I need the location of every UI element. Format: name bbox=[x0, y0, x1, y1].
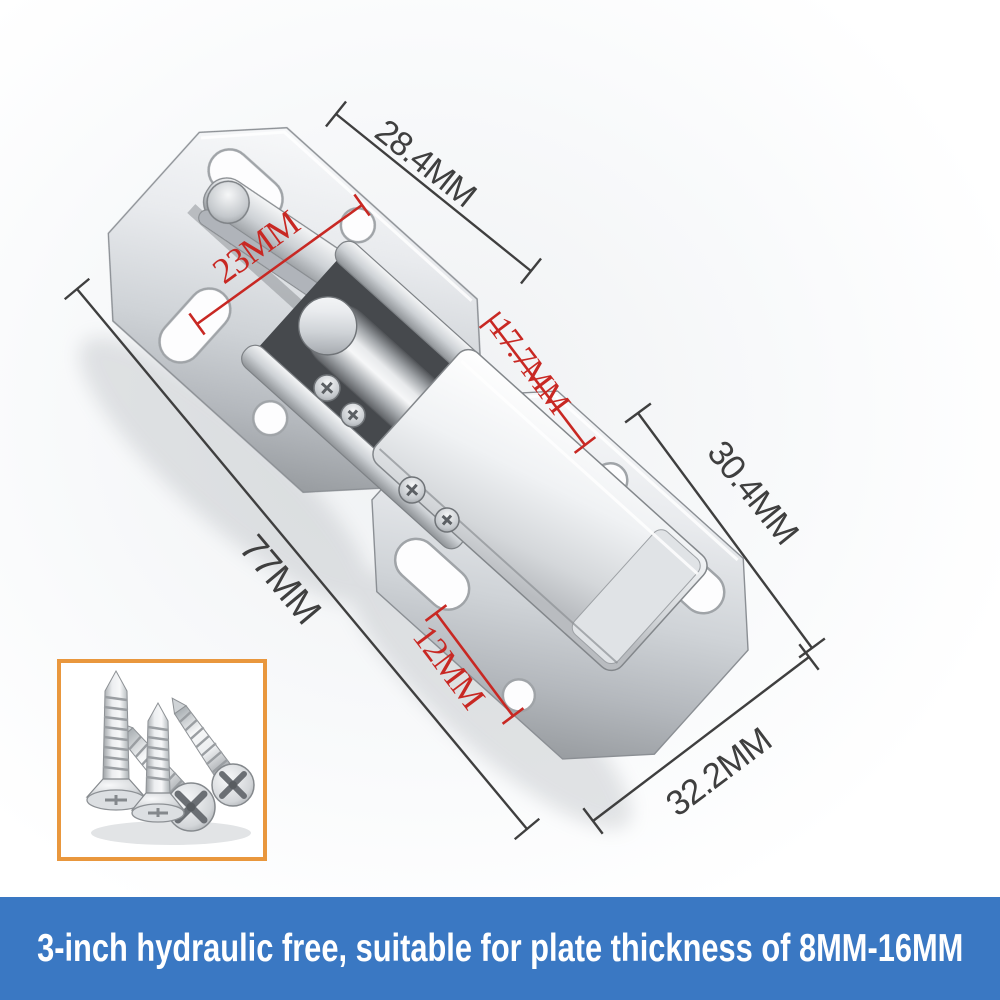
screw-slot-oval bbox=[393, 537, 471, 611]
cylinder-end-cap bbox=[297, 296, 358, 356]
dimension-tick bbox=[424, 604, 448, 622]
dimension-tick bbox=[573, 436, 597, 454]
screws-illustration bbox=[85, 669, 255, 845]
dimension-tick bbox=[520, 257, 542, 285]
rivet-screws bbox=[313, 374, 460, 533]
dimension-tick bbox=[624, 402, 652, 424]
screw-slot-oval bbox=[158, 287, 232, 364]
dimension-line bbox=[76, 288, 528, 830]
screws-inset bbox=[57, 659, 267, 861]
hinge-shadow bbox=[79, 337, 632, 829]
phillips-cross-icon bbox=[148, 808, 168, 817]
screw-hole-round bbox=[251, 399, 289, 437]
hinge-arm bbox=[372, 348, 708, 672]
screw-hole-round bbox=[339, 207, 377, 244]
dimension-tick bbox=[513, 817, 541, 841]
dimension-tick bbox=[798, 637, 826, 659]
dimension-line bbox=[592, 656, 810, 822]
screw-standing bbox=[85, 669, 147, 811]
dimension-tick bbox=[798, 643, 820, 671]
banner-text: 3-inch hydraulic free, suitable for plat… bbox=[36, 926, 964, 970]
info-banner: 3-inch hydraulic free, suitable for plat… bbox=[0, 897, 1000, 1000]
dimension-tick bbox=[582, 807, 604, 835]
dimension-line bbox=[488, 319, 587, 446]
dimension-line bbox=[196, 203, 363, 326]
dimension-tick bbox=[501, 707, 525, 725]
dimension-line bbox=[335, 113, 532, 272]
phillips-cross-icon bbox=[105, 795, 127, 805]
dimension-tick bbox=[325, 100, 347, 128]
screw-standing bbox=[130, 701, 186, 823]
dimension-tick bbox=[353, 193, 371, 217]
dimension-line bbox=[637, 412, 813, 649]
dimension-tick bbox=[478, 311, 502, 329]
screw-hole-round bbox=[501, 678, 537, 713]
dimension-tick bbox=[63, 277, 91, 301]
dimension-line bbox=[434, 612, 515, 717]
screw-lying bbox=[171, 697, 255, 807]
dimension-tick bbox=[188, 312, 206, 336]
screws-shadow bbox=[91, 821, 251, 845]
